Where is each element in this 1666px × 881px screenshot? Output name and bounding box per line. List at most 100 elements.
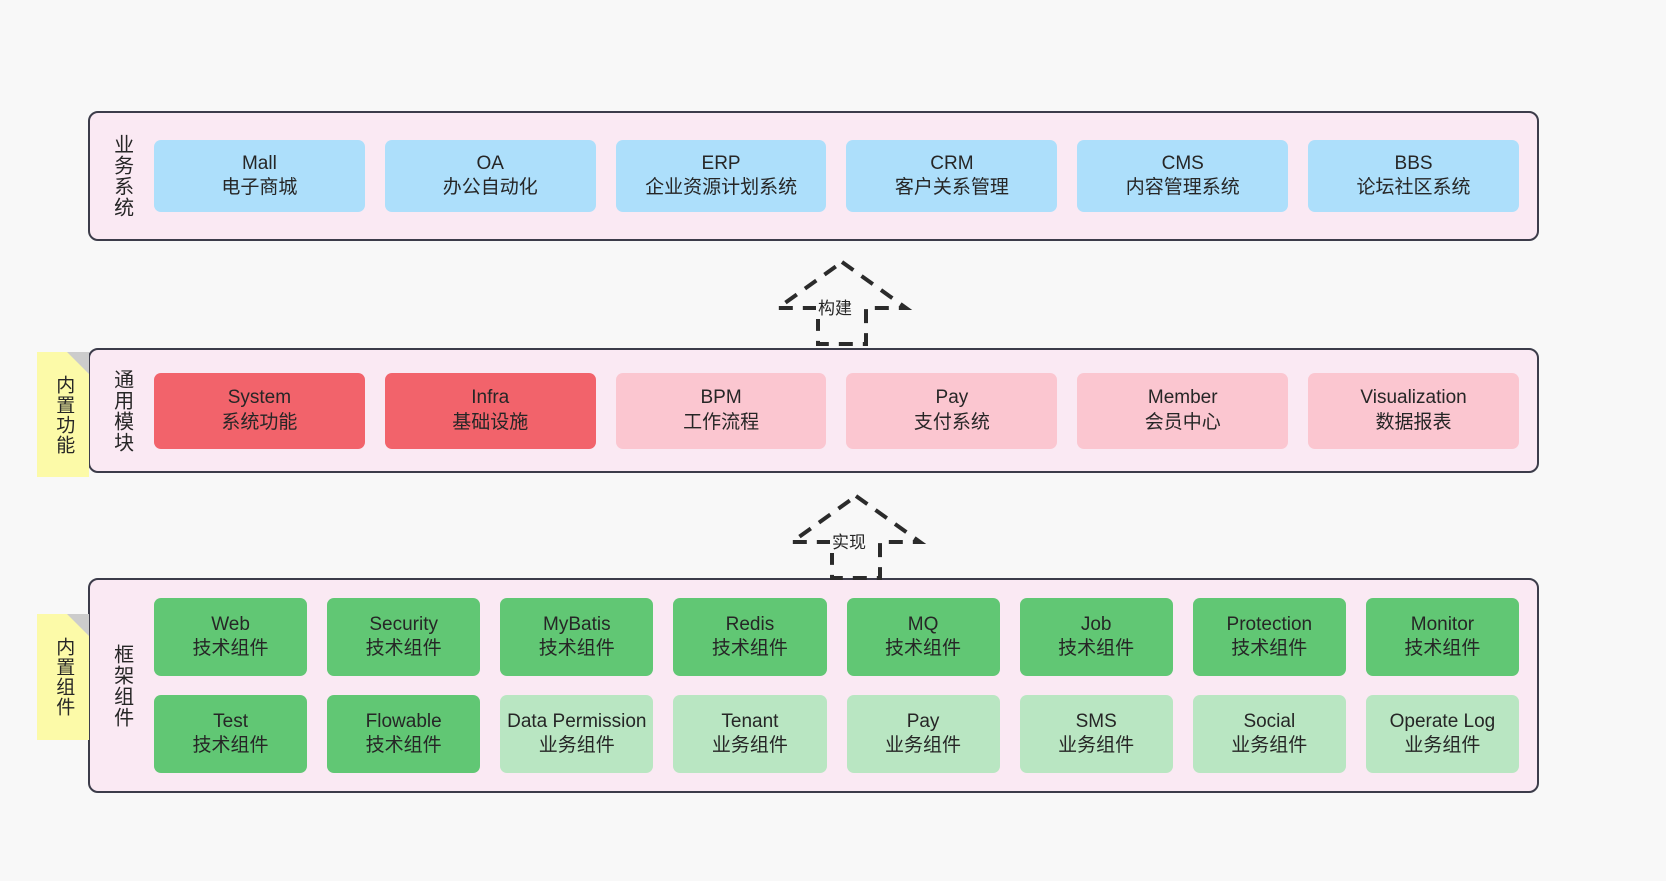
card-desc: 业务组件 [1231, 735, 1308, 756]
card-desc: 内容管理系统 [1125, 177, 1240, 198]
card-desc: 业务组件 [885, 735, 962, 756]
card-desc: 技术组件 [192, 735, 269, 756]
module-card-bpm[interactable]: BPM 工作流程 [615, 372, 827, 449]
framework-card-row-1: Web 技术组件 Security 技术组件 MyBatis 技术组件 Redi… [154, 598, 1519, 676]
layer-business-systems: 业务系统 Mall 电子商城 OA 办公自动化 ERP 企业资源计划系统 CRM… [88, 111, 1539, 241]
card-desc: 技术组件 [365, 638, 442, 659]
card-desc: 技术组件 [1231, 638, 1308, 659]
framework-card-web[interactable]: Web 技术组件 [154, 598, 308, 676]
framework-card-monitor[interactable]: Monitor 技术组件 [1365, 598, 1519, 676]
card-desc: 业务组件 [1058, 735, 1135, 756]
card-name: Visualization [1360, 387, 1467, 409]
card-name: Web [211, 613, 250, 635]
card-desc: 数据报表 [1375, 411, 1452, 433]
note-builtin-components: 内置组件 [37, 614, 89, 740]
card-desc: 业务组件 [1404, 735, 1481, 756]
framework-card-sms[interactable]: SMS 业务组件 [1019, 695, 1173, 773]
layer-body-modules: System 系统功能 Infra 基础设施 BPM 工作流程 Pay 支付系统… [140, 350, 1537, 471]
framework-card-operate-log[interactable]: Operate Log 业务组件 [1365, 695, 1519, 773]
module-card-system[interactable]: System 系统功能 [154, 372, 365, 449]
card-name: Mall [241, 152, 277, 174]
card-desc: 企业资源计划系统 [645, 177, 798, 198]
framework-card-mybatis[interactable]: MyBatis 技术组件 [500, 598, 654, 676]
card-desc: 技术组件 [192, 638, 269, 659]
layer-title-framework: 框架组件 [110, 643, 133, 728]
framework-card-mq[interactable]: MQ 技术组件 [846, 598, 1000, 676]
card-name: OA [476, 152, 504, 174]
dashed-hollow-arrow-icon [771, 259, 913, 346]
card-name: CRM [930, 152, 974, 174]
card-name: Social [1243, 710, 1296, 732]
module-card-pay[interactable]: Pay 支付系统 [846, 372, 1058, 449]
framework-card-test[interactable]: Test 技术组件 [154, 695, 308, 773]
card-desc: 系统功能 [221, 411, 298, 433]
framework-card-redis[interactable]: Redis 技术组件 [673, 598, 827, 676]
module-card-visualization[interactable]: Visualization 数据报表 [1308, 372, 1519, 449]
card-name: Data Permission [507, 710, 647, 732]
card-desc: 技术组件 [365, 735, 442, 756]
layer-body-business: Mall 电子商城 OA 办公自动化 ERP 企业资源计划系统 CRM 客户关系… [140, 113, 1537, 239]
card-desc: 办公自动化 [442, 177, 538, 198]
card-name: Redis [725, 613, 775, 635]
dashed-hollow-arrow-icon [785, 493, 927, 580]
card-desc: 业务组件 [538, 735, 615, 756]
layer-title-modules: 通用模块 [110, 368, 133, 453]
business-card-bbs[interactable]: BBS 论坛社区系统 [1308, 140, 1519, 212]
framework-card-pay[interactable]: Pay 业务组件 [846, 695, 1000, 773]
framework-card-protection[interactable]: Protection 技术组件 [1192, 598, 1346, 676]
business-card-crm[interactable]: CRM 客户关系管理 [846, 140, 1058, 212]
card-desc: 业务组件 [711, 735, 788, 756]
module-card-member[interactable]: Member 会员中心 [1077, 372, 1289, 449]
card-desc: 技术组件 [885, 638, 962, 659]
card-name: Pay [935, 387, 969, 409]
card-name: MQ [907, 613, 939, 635]
card-desc: 支付系统 [913, 411, 990, 433]
card-name: Job [1080, 613, 1112, 635]
card-name: BBS [1394, 152, 1433, 174]
layer-framework-components: 框架组件 Web 技术组件 Security 技术组件 MyBatis 技术组件… [88, 578, 1539, 793]
connector-build-label: 构建 [816, 294, 854, 319]
framework-card-row-2: Test 技术组件 Flowable 技术组件 Data Permission … [154, 695, 1519, 773]
business-card-cms[interactable]: CMS 内容管理系统 [1077, 140, 1289, 212]
card-desc: 客户关系管理 [894, 177, 1009, 198]
card-name: Protection [1226, 613, 1313, 635]
card-name: Test [213, 710, 248, 732]
framework-card-data-permission[interactable]: Data Permission 业务组件 [500, 695, 654, 773]
note-builtin-features: 内置功能 [37, 352, 89, 477]
layer-common-modules: 通用模块 System 系统功能 Infra 基础设施 BPM 工作流程 Pay… [88, 348, 1539, 473]
framework-card-social[interactable]: Social 业务组件 [1192, 695, 1346, 773]
layer-title-business: 业务系统 [110, 134, 133, 218]
framework-card-job[interactable]: Job 技术组件 [1019, 598, 1173, 676]
card-desc: 技术组件 [1404, 638, 1481, 659]
business-card-erp[interactable]: ERP 企业资源计划系统 [615, 140, 827, 212]
module-card-infra[interactable]: Infra 基础设施 [384, 372, 596, 449]
card-name: System [227, 387, 292, 409]
card-desc: 技术组件 [1058, 638, 1135, 659]
card-desc: 电子商城 [221, 177, 298, 198]
note-label: 内置功能 [53, 374, 75, 455]
card-desc: 论坛社区系统 [1356, 177, 1471, 198]
card-desc: 技术组件 [538, 638, 615, 659]
card-name: Infra [471, 387, 510, 409]
card-name: Security [369, 613, 438, 635]
card-name: CMS [1161, 152, 1204, 174]
card-desc: 工作流程 [683, 411, 760, 433]
business-card-oa[interactable]: OA 办公自动化 [384, 140, 596, 212]
card-name: Flowable [365, 710, 442, 732]
note-fold-corner-icon [67, 352, 89, 374]
card-name: SMS [1075, 710, 1117, 732]
module-card-row: System 系统功能 Infra 基础设施 BPM 工作流程 Pay 支付系统… [154, 372, 1519, 449]
business-card-row: Mall 电子商城 OA 办公自动化 ERP 企业资源计划系统 CRM 客户关系… [154, 140, 1519, 212]
framework-card-tenant[interactable]: Tenant 业务组件 [673, 695, 827, 773]
framework-card-security[interactable]: Security 技术组件 [327, 598, 481, 676]
card-desc: 会员中心 [1144, 411, 1221, 433]
card-name: Operate Log [1389, 710, 1496, 732]
note-fold-corner-icon [67, 614, 89, 636]
framework-card-flowable[interactable]: Flowable 技术组件 [327, 695, 481, 773]
business-card-mall[interactable]: Mall 电子商城 [154, 140, 365, 212]
card-name: Tenant [721, 710, 779, 732]
layer-body-framework: Web 技术组件 Security 技术组件 MyBatis 技术组件 Redi… [140, 580, 1537, 791]
card-name: MyBatis [543, 613, 611, 635]
card-desc: 基础设施 [452, 411, 529, 433]
